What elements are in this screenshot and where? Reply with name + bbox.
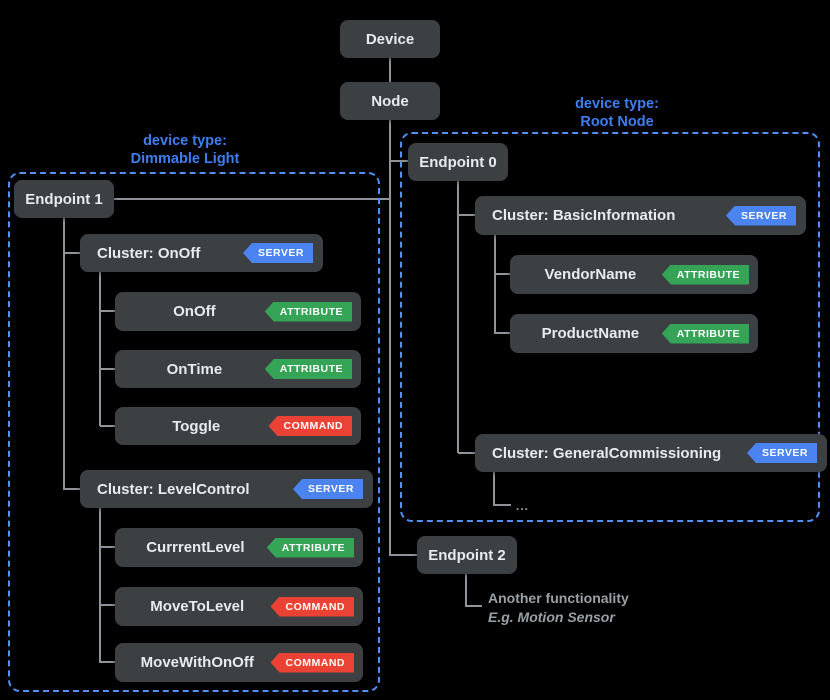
- attribute-onoff-box: OnOff ATTRIBUTE: [115, 292, 361, 331]
- cluster-label: Cluster: OnOff: [97, 244, 201, 262]
- attribute-badge: ATTRIBUTE: [661, 323, 749, 344]
- caption-line-2: Root Node: [580, 114, 654, 130]
- connector: [390, 554, 418, 556]
- cluster-levelcontrol-box: Cluster: LevelControl SERVER: [80, 470, 373, 508]
- command-badge: COMMAND: [270, 596, 354, 617]
- command-label: MoveToLevel: [150, 598, 245, 615]
- command-label: Toggle: [172, 417, 221, 435]
- cluster-label: Cluster: GeneralCommissioning: [492, 444, 722, 462]
- connector: [389, 58, 391, 82]
- command-badge: COMMAND: [270, 652, 354, 673]
- connector: [114, 198, 390, 200]
- ellipsis-more-items: ...: [516, 499, 530, 513]
- attribute-label: ProductName: [541, 325, 640, 342]
- dimmable-light-group-outline: [8, 172, 380, 692]
- endpoint-2-label: Endpoint 2: [428, 546, 506, 564]
- connector: [457, 181, 459, 453]
- cluster-label: Cluster: LevelControl: [97, 480, 250, 498]
- connector: [100, 310, 115, 312]
- dimmable-light-caption: device type: Dimmable Light: [85, 132, 285, 168]
- cluster-onoff-box: Cluster: OnOff SERVER: [80, 234, 323, 272]
- note-line-1: Another functionality: [488, 590, 629, 606]
- attribute-badge: ATTRIBUTE: [661, 264, 749, 285]
- command-toggle-box: Toggle COMMAND: [115, 407, 361, 445]
- connector: [99, 272, 101, 426]
- command-movetolevel-box: MoveToLevel COMMAND: [115, 587, 363, 626]
- connector: [458, 452, 476, 454]
- root-node-group-outline: [400, 132, 820, 522]
- attribute-vendorname-box: VendorName ATTRIBUTE: [510, 255, 758, 294]
- connector: [100, 604, 115, 606]
- endpoint-2-note: Another functionality E.g. Motion Sensor: [488, 589, 629, 627]
- device-box: Device: [340, 20, 440, 58]
- node-label: Node: [371, 92, 409, 110]
- connector: [465, 605, 482, 607]
- cluster-basicinformation-box: Cluster: BasicInformation SERVER: [475, 196, 806, 235]
- node-box: Node: [340, 82, 440, 120]
- cluster-generalcommissioning-box: Cluster: GeneralCommissioning SERVER: [475, 434, 827, 472]
- attribute-productname-box: ProductName ATTRIBUTE: [510, 314, 758, 353]
- caption-line-1: device type:: [575, 96, 659, 112]
- endpoint-2-box: Endpoint 2: [417, 536, 517, 574]
- command-label: MoveWithOnOff: [140, 654, 254, 671]
- connector: [465, 574, 467, 607]
- note-line-2: E.g. Motion Sensor: [488, 609, 615, 625]
- connector: [493, 504, 511, 506]
- connector: [100, 661, 115, 663]
- server-badge: SERVER: [293, 479, 363, 499]
- server-badge: SERVER: [243, 243, 313, 263]
- attribute-label: OnOff: [173, 303, 216, 320]
- cluster-label: Cluster: BasicInformation: [492, 207, 676, 224]
- connector: [389, 120, 391, 556]
- connector: [100, 368, 115, 370]
- attribute-badge: ATTRIBUTE: [264, 359, 352, 379]
- endpoint-0-label: Endpoint 0: [419, 153, 497, 171]
- root-node-caption: device type: Root Node: [517, 95, 717, 131]
- attribute-label: VendorName: [544, 266, 637, 283]
- attribute-label: CurrrentLevel: [146, 539, 245, 556]
- device-label: Device: [365, 30, 415, 48]
- connector: [458, 214, 476, 216]
- attribute-badge: ATTRIBUTE: [266, 537, 354, 558]
- caption-line-1: device type:: [143, 133, 227, 149]
- attribute-currrentlevel-box: CurrrentLevel ATTRIBUTE: [115, 528, 363, 567]
- endpoint-0-box: Endpoint 0: [408, 143, 508, 181]
- command-movewithonoff-box: MoveWithOnOff COMMAND: [115, 643, 363, 682]
- attribute-badge: ATTRIBUTE: [264, 301, 352, 322]
- endpoint-1-box: Endpoint 1: [14, 180, 114, 218]
- caption-line-2: Dimmable Light: [130, 151, 240, 167]
- connector: [64, 488, 80, 490]
- endpoint-1-label: Endpoint 1: [25, 190, 103, 208]
- connector: [63, 218, 65, 490]
- server-badge: SERVER: [747, 443, 817, 463]
- connector: [64, 252, 80, 254]
- connector: [494, 235, 496, 334]
- connector: [495, 273, 511, 275]
- connector: [99, 508, 101, 663]
- attribute-label: OnTime: [166, 360, 223, 378]
- connector: [100, 546, 115, 548]
- command-badge: COMMAND: [268, 416, 352, 436]
- connector: [493, 472, 495, 506]
- connector: [495, 332, 511, 334]
- attribute-ontime-box: OnTime ATTRIBUTE: [115, 350, 361, 388]
- connector: [100, 425, 115, 427]
- server-badge: SERVER: [726, 205, 796, 226]
